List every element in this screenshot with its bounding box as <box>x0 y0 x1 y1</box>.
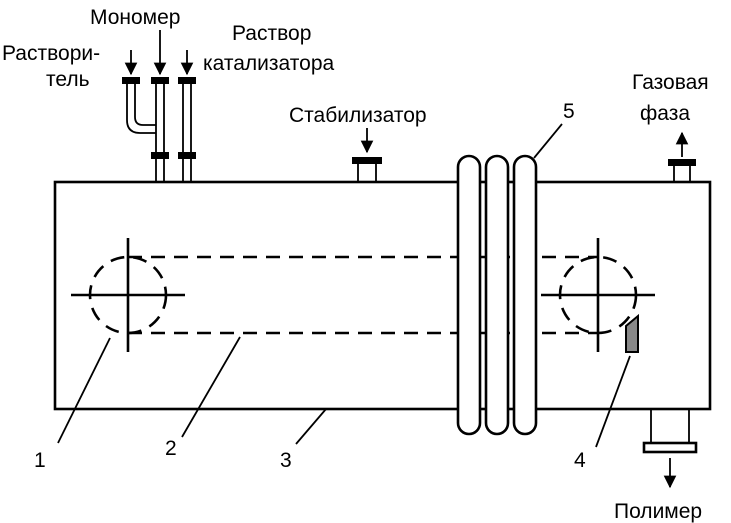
callout-1: 1 <box>34 449 46 472</box>
monomer-pipe <box>155 83 165 182</box>
solvent-label-line1: Раствори- <box>2 42 100 65</box>
stabilizer-label: Стабилизатор <box>289 104 427 127</box>
reactor-vessel <box>53 180 712 411</box>
gas-phase-label-line2: фаза <box>640 102 690 125</box>
catalyst-pipe <box>182 83 192 182</box>
callout-2: 2 <box>165 437 177 460</box>
solvent-pipe <box>126 83 156 134</box>
catalyst-flange-top <box>178 77 196 84</box>
catalyst-flange-mid <box>178 152 196 159</box>
callout-leaders <box>57 123 631 448</box>
callout-3: 3 <box>280 449 292 472</box>
monomer-flange-mid <box>151 152 169 159</box>
solvent-label-line2: тель <box>46 68 90 91</box>
monomer-flange-top <box>151 77 169 84</box>
solvent-flange <box>122 77 140 84</box>
left-drum <box>71 238 185 352</box>
catalyst-label-line1: Раствор <box>232 22 311 45</box>
scraper-knife <box>625 313 639 353</box>
polymer-outlet <box>642 409 698 489</box>
stabilizer-nozzle <box>352 128 382 182</box>
cooling-jacket <box>456 154 538 436</box>
callout-5: 5 <box>563 100 575 123</box>
polymer-label: Полимер <box>614 500 702 523</box>
inlet-pipes <box>122 30 196 182</box>
gas-phase-nozzle <box>668 131 696 182</box>
callout-4: 4 <box>574 449 586 472</box>
gas-phase-label-line1: Газовая <box>632 71 709 94</box>
monomer-label: Мономер <box>90 6 180 29</box>
catalyst-label-line2: катализатора <box>203 52 334 75</box>
